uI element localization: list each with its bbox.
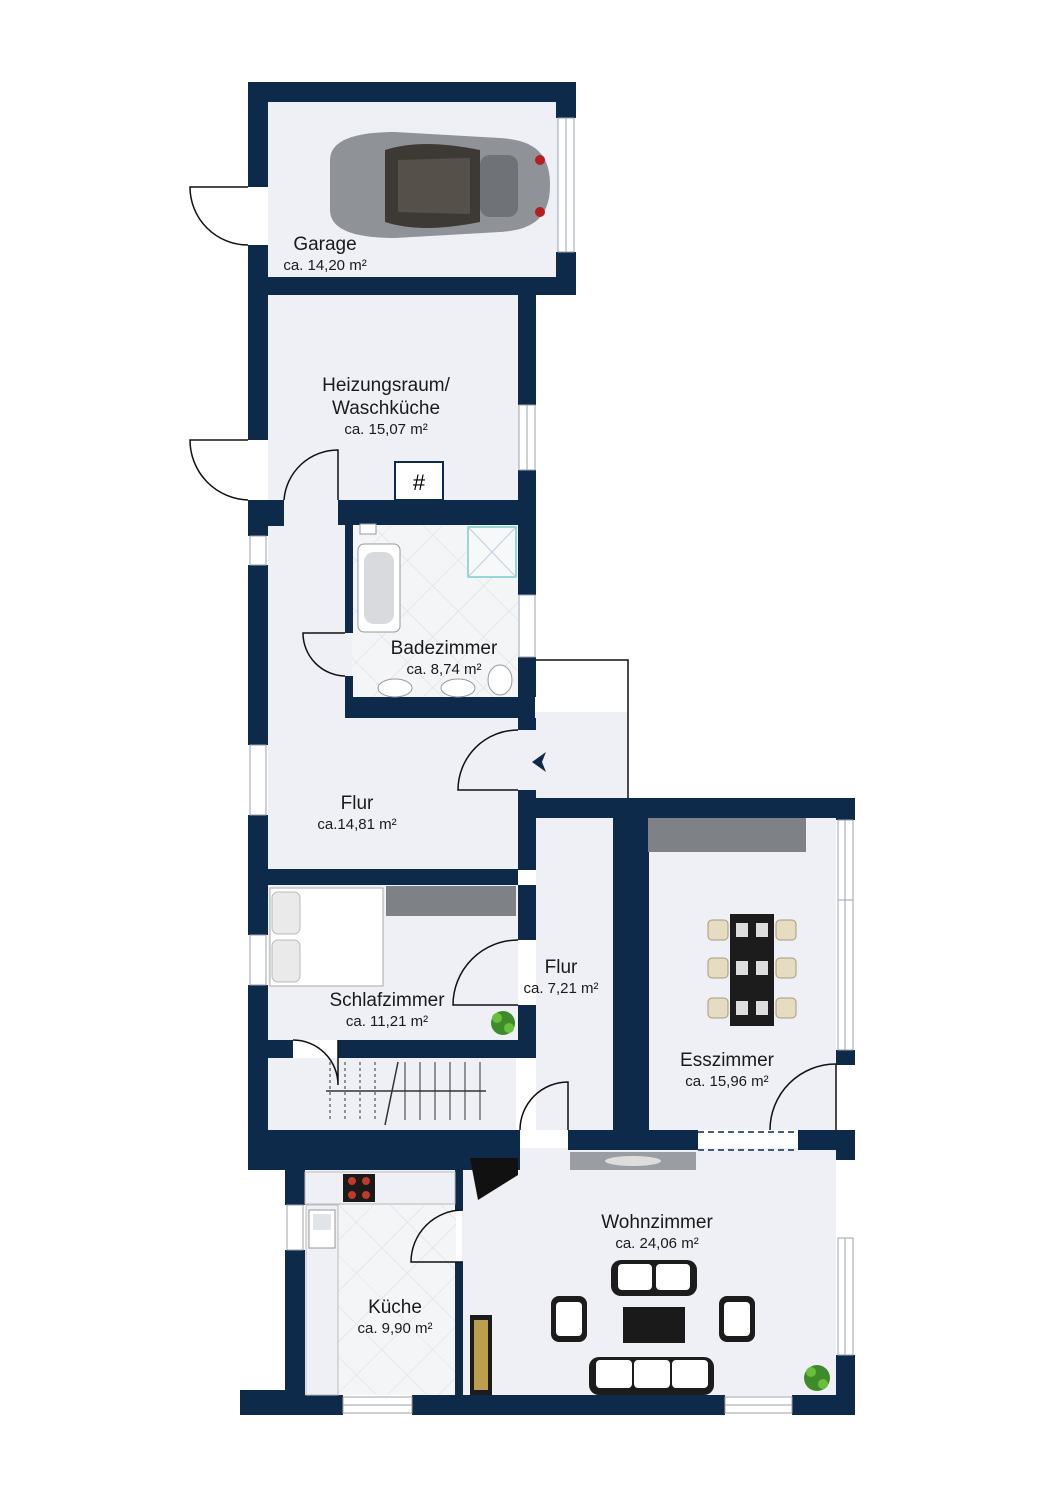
room-name: Waschküche xyxy=(331,398,441,419)
sink-icon xyxy=(377,678,413,698)
room-label-heizungsraum: Heizungsraum/ Waschküche ca. 15,07 m² xyxy=(322,374,450,440)
flur-lower-floor xyxy=(536,818,613,1130)
bathtub-icon xyxy=(357,543,401,633)
room-area: ca. 8,74 m² xyxy=(406,661,482,678)
room-label-wohnzimmer: Wohnzimmer ca. 24,06 m² xyxy=(601,1211,713,1254)
kueche-window xyxy=(286,1204,304,1251)
dining-table-icon xyxy=(707,914,797,1026)
tv-icon xyxy=(470,1158,518,1200)
watermark: Immogrundriss xyxy=(839,1165,850,1232)
bookshelf-icon xyxy=(470,1315,492,1395)
schlaf-window xyxy=(249,934,267,986)
chimney-symbol: # xyxy=(394,461,444,501)
wardrobe-icon xyxy=(386,886,516,916)
room-label-kueche: Küche ca. 9,90 m² xyxy=(357,1296,432,1339)
sofa-icon xyxy=(551,1260,755,1395)
room-name: Küche xyxy=(368,1297,422,1318)
coffee-table-icon xyxy=(623,1307,685,1343)
walls xyxy=(240,82,855,1415)
room-area: ca. 9,90 m² xyxy=(357,1320,433,1337)
room-name: Wohnzimmer xyxy=(601,1212,713,1233)
kitchen-counter xyxy=(304,1171,456,1205)
room-area: ca. 15,96 m² xyxy=(685,1073,769,1090)
room-label-badezimmer: Badezimmer ca. 8,74 m² xyxy=(391,637,498,680)
kitchen-sink-icon xyxy=(308,1209,336,1249)
room-label-garage: Garage ca. 14,20 m² xyxy=(283,233,366,276)
windows xyxy=(249,117,854,1414)
sink-icon xyxy=(440,678,476,698)
bed-icon xyxy=(269,887,384,987)
stove-icon xyxy=(343,1174,375,1202)
flur-window-2 xyxy=(249,744,267,816)
room-label-esszimmer: Esszimmer ca. 15,96 m² xyxy=(680,1049,774,1092)
room-name: Esszimmer xyxy=(680,1050,774,1071)
room-label-schlafzimmer: Schlafzimmer ca. 11,21 m² xyxy=(329,989,444,1032)
toilet-icon xyxy=(487,664,513,696)
kueche-tiles xyxy=(338,1205,456,1395)
flur-window-1 xyxy=(249,535,267,566)
shower-icon xyxy=(467,526,517,578)
bad-shelf xyxy=(359,523,377,535)
room-name: Heizungsraum/ xyxy=(322,375,450,396)
room-name: Flur xyxy=(340,793,374,814)
plant-icon xyxy=(804,1365,830,1391)
room-name: Flur xyxy=(544,957,578,978)
plant-icon xyxy=(491,1011,515,1035)
entrance-floor xyxy=(518,712,628,800)
room-area: ca. 24,06 m² xyxy=(615,1235,699,1252)
stairs-icon xyxy=(326,1061,486,1126)
room-name: Schlafzimmer xyxy=(329,990,445,1011)
room-area: ca. 15,07 m² xyxy=(344,421,428,438)
room-label-flur-upper: Flur ca.14,81 m² xyxy=(317,792,396,835)
room-area: ca. 14,20 m² xyxy=(283,257,367,274)
room-name: Garage xyxy=(293,234,357,255)
sideboard-icon xyxy=(648,818,806,852)
room-area: ca.14,81 m² xyxy=(317,816,397,833)
car-icon xyxy=(330,132,550,238)
bad-window xyxy=(518,594,536,658)
room-name: Badezimmer xyxy=(390,638,498,659)
doors xyxy=(189,186,837,1263)
room-area: ca. 7,21 m² xyxy=(523,980,599,997)
entrance-arrow-icon xyxy=(532,752,546,772)
room-area: ca. 11,21 m² xyxy=(345,1013,429,1030)
room-label-flur-lower: Flur ca. 7,21 m² xyxy=(523,956,598,999)
fireplace-opening xyxy=(605,1156,661,1166)
